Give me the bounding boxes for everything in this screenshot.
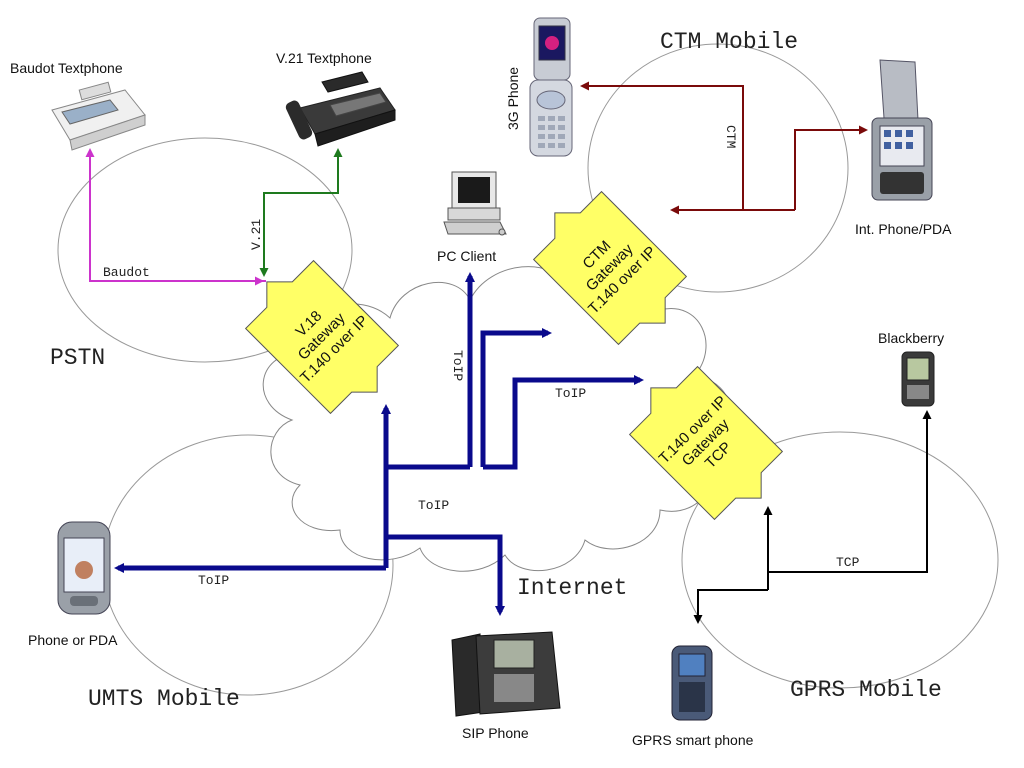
pc-client-label: PC Client [437,248,496,264]
int-phone-pda-icon [871,59,933,201]
v21-link-label: V.21 [249,219,264,250]
toip-umts-label: ToIP [198,573,229,588]
v21-link [263,148,343,275]
pc-client-icon [443,171,507,236]
ctm-mobile-label: CTM Mobile [660,29,798,55]
toip-center-label: ToIP [418,498,449,513]
baudot-link [85,148,266,282]
baudot-textphone-label: Baudot Textphone [10,60,123,76]
baudot-textphone-icon [51,81,146,151]
blackberry-label: Blackberry [878,330,944,346]
pstn-label: PSTN [50,345,105,371]
toip-right-label: ToIP [555,386,586,401]
gprs-mobile-label: GPRS Mobile [790,677,942,703]
3g-phone-icon [529,17,573,157]
ctm-gateway: CTM Gateway T.140 over IP [532,190,688,346]
phone-or-pda-icon [57,521,111,615]
gprs-mobile-region [681,431,999,689]
3g-phone-label: 3G Phone [505,67,521,130]
ctm-link-label: CTM [723,125,738,148]
baudot-link-label: Baudot [103,265,150,280]
gprs-smart-phone-icon [671,645,713,721]
tcp-gateway: T.140 over IP Gateway TCP [628,365,784,521]
v21-textphone-label: V.21 Textphone [276,50,372,66]
sip-phone-icon [451,631,561,717]
sip-phone-label: SIP Phone [462,725,529,741]
tcp-link-gprs [693,589,768,624]
tcp-link-label: TCP [836,555,860,570]
toip-to-ctm-gateway [480,328,552,467]
v21-textphone-icon [285,71,396,147]
v18-gateway: V.18 Gateway T.140 over IP [244,259,400,415]
int-phone-pda-label: Int. Phone/PDA [855,221,952,237]
toip-pc-label: ToIP [450,350,465,381]
ctm-link-pda [794,125,868,210]
toip-to-sip [386,534,505,616]
blackberry-icon [901,351,935,407]
internet-label: Internet [517,575,627,601]
umts-mobile-label: UMTS Mobile [88,686,240,712]
gprs-smart-phone-label: GPRS smart phone [632,732,754,748]
phone-or-pda-label: Phone or PDA [28,632,118,648]
ctm-link-3g [580,81,744,210]
pstn-region [57,137,353,363]
tcp-link-blackberry [768,410,932,573]
toip-to-tcp-gateway [483,375,644,470]
ctm-mobile-region [587,43,849,293]
toip-links [114,272,644,616]
